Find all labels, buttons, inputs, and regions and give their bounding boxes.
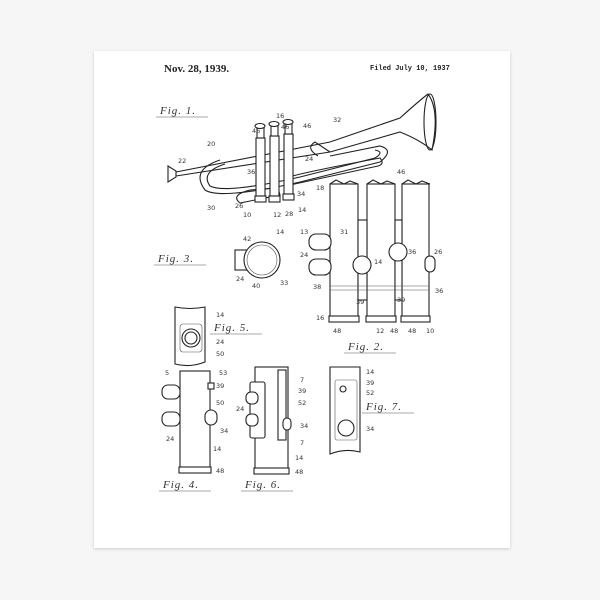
reference-numeral: 7 xyxy=(300,376,304,384)
figure-label: Fig. 3. xyxy=(157,253,194,265)
reference-numeral: 52 xyxy=(366,389,374,397)
valve-casings-drawing xyxy=(308,179,436,323)
reference-numeral: 36 xyxy=(435,287,443,295)
reference-numeral: 14 xyxy=(213,445,221,453)
reference-numeral: 5 xyxy=(165,369,169,377)
reference-numeral: 18 xyxy=(316,184,324,192)
reference-numeral: 20 xyxy=(207,140,215,148)
reference-numeral: 33 xyxy=(280,279,288,287)
reference-numeral: 24 xyxy=(300,251,308,259)
reference-numeral: 24 xyxy=(236,405,244,413)
reference-numeral: 24 xyxy=(236,275,244,283)
figure-label: Fig. 2. xyxy=(347,341,384,353)
figure-label: Fig. 7. xyxy=(365,401,402,413)
reference-numeral: 26 xyxy=(434,248,442,256)
casing-plate-drawing xyxy=(245,366,292,475)
reference-numeral: 48 xyxy=(390,327,398,335)
reference-numeral: 48 xyxy=(333,327,341,335)
reference-numeral: 24 xyxy=(166,435,174,443)
reference-numeral: 50 xyxy=(216,399,224,407)
trumpet-drawing xyxy=(167,93,437,204)
reference-numeral: 39 xyxy=(356,298,364,306)
patent-date: Nov. 28, 1939. xyxy=(164,63,229,75)
reference-numeral: 34 xyxy=(366,425,374,433)
reference-numeral: 26 xyxy=(235,202,243,210)
reference-numeral: 30 xyxy=(207,204,215,212)
figure-label: Fig. 1. xyxy=(159,105,196,117)
reference-numeral: 14 xyxy=(295,454,303,462)
figure-label: Fig. 6. xyxy=(244,479,281,491)
reference-numeral: 14 xyxy=(298,206,306,214)
reference-numeral: 39 xyxy=(216,382,224,390)
reference-numeral: 22 xyxy=(178,157,186,165)
plate-detail-drawing xyxy=(329,366,361,455)
reference-numeral: 16 xyxy=(276,112,284,120)
reference-numeral: 39 xyxy=(298,387,306,395)
reference-numeral: 14 xyxy=(276,228,284,236)
reference-numeral: 14 xyxy=(216,311,224,319)
figure-label: Fig. 4. xyxy=(162,479,199,491)
reference-numeral: 24 xyxy=(305,155,313,163)
reference-numeral: 46 xyxy=(303,122,311,130)
figure-label: Fig. 5. xyxy=(213,322,250,334)
reference-numeral: 12 xyxy=(273,211,281,219)
reference-numeral: 34 xyxy=(220,427,228,435)
reference-numeral: 12 xyxy=(376,327,384,335)
poster xyxy=(94,51,510,548)
reference-numeral: 39 xyxy=(366,379,374,387)
reference-numeral: 24 xyxy=(216,338,224,346)
reference-numeral: 34 xyxy=(300,422,308,430)
reference-numeral: 28 xyxy=(285,210,293,218)
filed-date: Filed July 10, 1937 xyxy=(370,65,450,73)
reference-numeral: 10 xyxy=(426,327,434,335)
casing-side-drawing xyxy=(161,370,218,474)
reference-numeral: 40 xyxy=(252,282,260,290)
reference-numeral: 39 xyxy=(397,296,405,304)
reference-numeral: 7 xyxy=(300,439,304,447)
port-detail-drawing xyxy=(174,306,206,367)
reference-numeral: 46 xyxy=(281,123,289,131)
valve-section-drawing xyxy=(234,241,281,279)
reference-numeral: 52 xyxy=(298,399,306,407)
reference-numeral: 42 xyxy=(243,235,251,243)
reference-numeral: 50 xyxy=(216,350,224,358)
reference-numeral: 46 xyxy=(252,127,260,135)
reference-numeral: 38 xyxy=(313,283,321,291)
reference-numeral: 48 xyxy=(216,467,224,475)
reference-numeral: 53 xyxy=(219,369,227,377)
reference-numeral: 46 xyxy=(397,168,405,176)
reference-numeral: 13 xyxy=(300,228,308,236)
reference-numeral: 14 xyxy=(374,258,382,266)
reference-numeral: 31 xyxy=(340,228,348,236)
reference-numeral: 36 xyxy=(408,248,416,256)
reference-numeral: 32 xyxy=(333,116,341,124)
reference-numeral: 48 xyxy=(408,327,416,335)
reference-numeral: 16 xyxy=(316,314,324,322)
reference-numeral: 14 xyxy=(366,368,374,376)
reference-numeral: 10 xyxy=(243,211,251,219)
reference-numeral: 34 xyxy=(297,190,305,198)
reference-numeral: 36 xyxy=(247,168,255,176)
reference-numeral: 48 xyxy=(295,468,303,476)
